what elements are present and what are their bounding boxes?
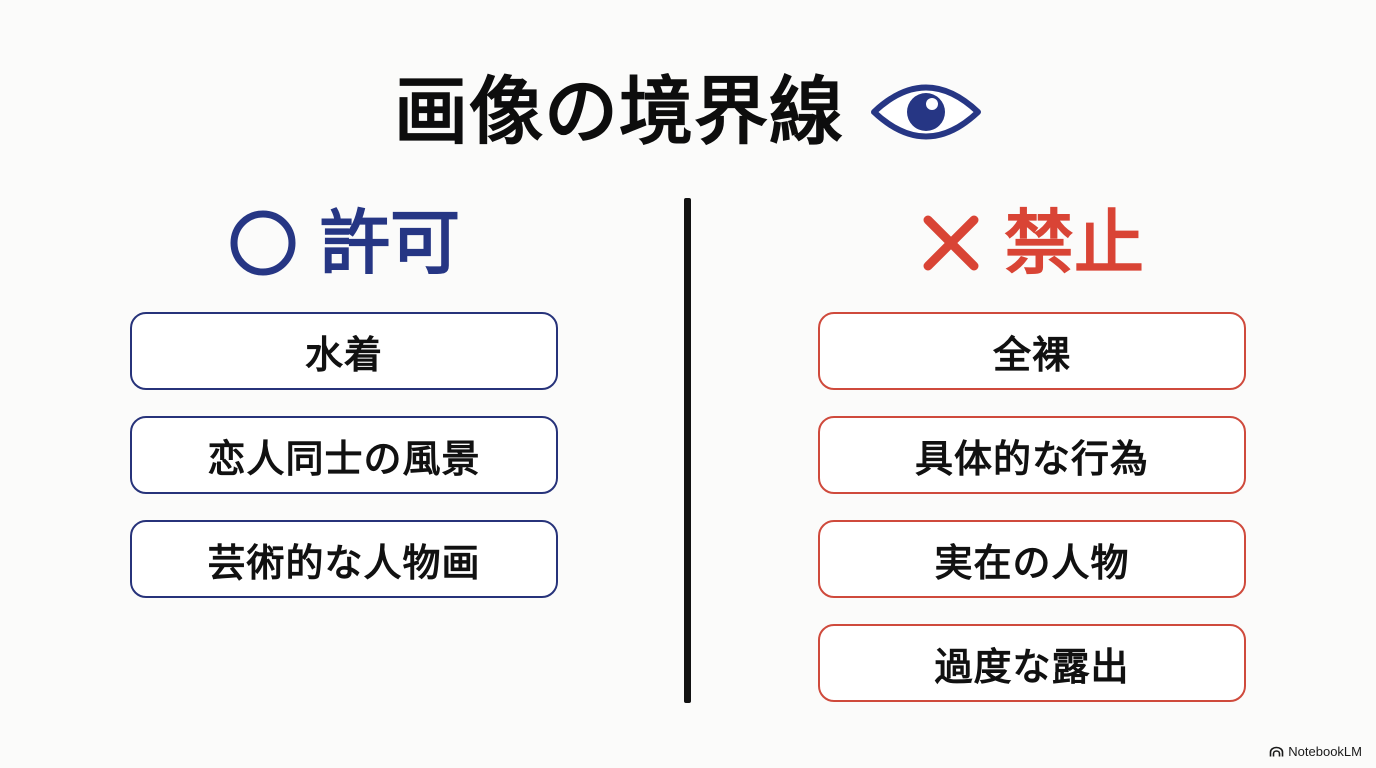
allowed-heading-label: 許可 [320,202,460,284]
allowed-heading: 許可 [130,200,558,286]
cross-icon [923,215,979,271]
prohibited-item-label: 過度な露出 [934,644,1130,689]
circle-icon [230,210,296,276]
prohibited-item: 具体的な行為 [818,416,1246,494]
prohibited-item-label: 全裸 [992,332,1071,377]
allowed-item-label: 芸術的な人物画 [207,540,481,585]
allowed-item: 芸術的な人物画 [130,520,558,598]
title-row: 画像の境界線 [0,62,1376,162]
notebooklm-logo-icon [1269,746,1284,757]
prohibited-item: 全裸 [818,312,1246,390]
prohibited-item: 過度な露出 [818,624,1246,702]
allowed-item: 水着 [130,312,558,390]
eye-icon [871,84,981,140]
allowed-item-label: 恋人同士の風景 [207,436,481,481]
prohibited-item-label: 具体的な行為 [914,436,1149,481]
allowed-item-label: 水着 [304,332,383,377]
center-divider [684,198,691,703]
brand-label: NotebookLM [1288,744,1362,759]
allowed-item: 恋人同士の風景 [130,416,558,494]
page-title: 画像の境界線 [394,69,844,155]
prohibited-item: 実在の人物 [818,520,1246,598]
prohibited-heading: 禁止 [818,200,1246,286]
prohibited-heading-label: 禁止 [1004,202,1144,284]
brand-watermark: NotebookLM [1269,744,1362,759]
prohibited-item-label: 実在の人物 [934,540,1130,585]
